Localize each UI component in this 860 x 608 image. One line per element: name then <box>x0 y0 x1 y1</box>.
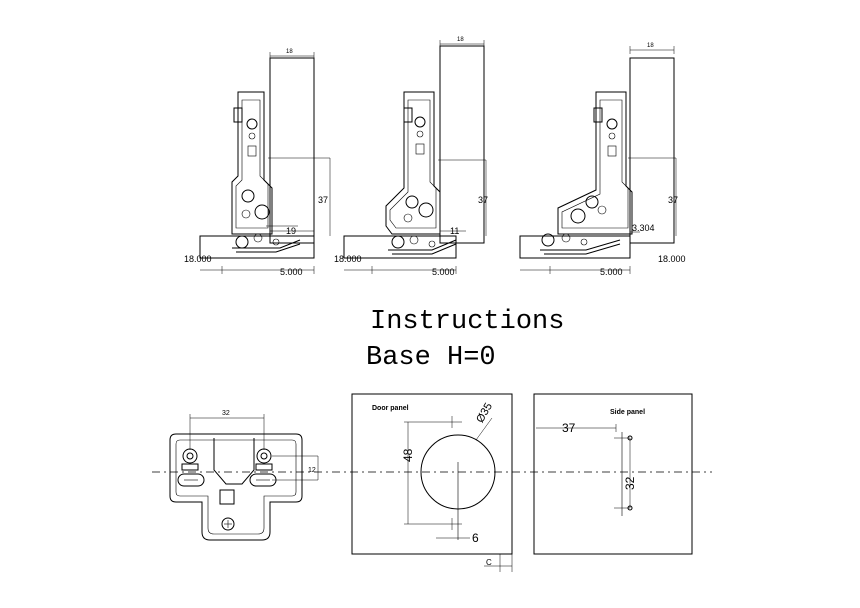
side-panel-outline <box>533 393 693 555</box>
adjust-screw-icon <box>593 107 603 123</box>
screw-spacing-dim: 32 <box>623 476 637 490</box>
plate-slot <box>213 438 255 485</box>
center-block <box>219 489 235 505</box>
dim-overlay: 11 <box>450 226 459 236</box>
door-panel-outline <box>351 393 513 555</box>
dim-top: 18 <box>457 37 464 43</box>
dim-height: 37 <box>668 195 678 205</box>
cabinet-board <box>199 235 315 259</box>
dim-overlay: 19 <box>286 226 296 236</box>
plate-height-dim: 12 <box>308 467 316 474</box>
dim-bottom: 5.000 <box>280 267 303 277</box>
hinge-arm <box>385 91 441 235</box>
hinge-view-1: 18 37 19 5.000 18.000 <box>184 49 331 277</box>
side-panel-label: Side panel <box>610 409 645 416</box>
cabinet-board <box>519 235 631 259</box>
mounting-plate: 32 12 <box>169 410 319 541</box>
hinge-view-3: 18 37 3.304 5.000 18.000 <box>519 43 686 277</box>
hinge-view-2: 18 37 11 5.000 18.000 <box>334 37 488 277</box>
door-panel-edge <box>439 45 485 244</box>
plate-width-dim: 32 <box>222 410 230 417</box>
hinge-arm <box>557 91 633 235</box>
door-panel-label: Door panel <box>372 405 409 412</box>
dim-bottom: 5.000 <box>432 267 455 277</box>
adjust-screw-icon <box>403 107 413 123</box>
depth-dim: 37 <box>562 421 576 435</box>
side-panel-view: Side panel 37 32 <box>533 393 693 555</box>
dim-top: 18 <box>647 43 654 49</box>
screw-hole-icon <box>256 448 272 464</box>
page-title: Instructions <box>370 307 564 337</box>
dim-height: 37 <box>318 195 328 205</box>
dim-bottom: 5.000 <box>600 267 623 277</box>
plate-outline <box>169 433 303 541</box>
hole-spacing-dim: 48 <box>401 448 415 462</box>
dim-height: 37 <box>478 195 488 205</box>
door-panel-edge <box>269 57 315 244</box>
dim-overlay: 3.304 <box>632 223 655 233</box>
adjust-slot <box>177 473 205 487</box>
hole-diameter-dim: Ø35 <box>474 401 495 425</box>
door-panel-view: Door panel Ø35 48 6 C <box>351 393 513 572</box>
hole-offset-dim: 6 <box>472 531 479 545</box>
adjust-screw-icon <box>233 107 243 123</box>
center-screw-icon <box>221 517 235 531</box>
screw-hole-icon <box>182 448 198 464</box>
dim-left: 18.000 <box>184 254 212 264</box>
page-subtitle: Base H=0 <box>366 343 496 373</box>
edge-distance-dim: C <box>486 558 492 567</box>
dim-right: 18.000 <box>658 254 686 264</box>
hinge-arm <box>231 91 273 235</box>
door-panel-edge <box>629 57 675 244</box>
dim-left: 18.000 <box>334 254 362 264</box>
dim-top: 18 <box>286 49 293 55</box>
